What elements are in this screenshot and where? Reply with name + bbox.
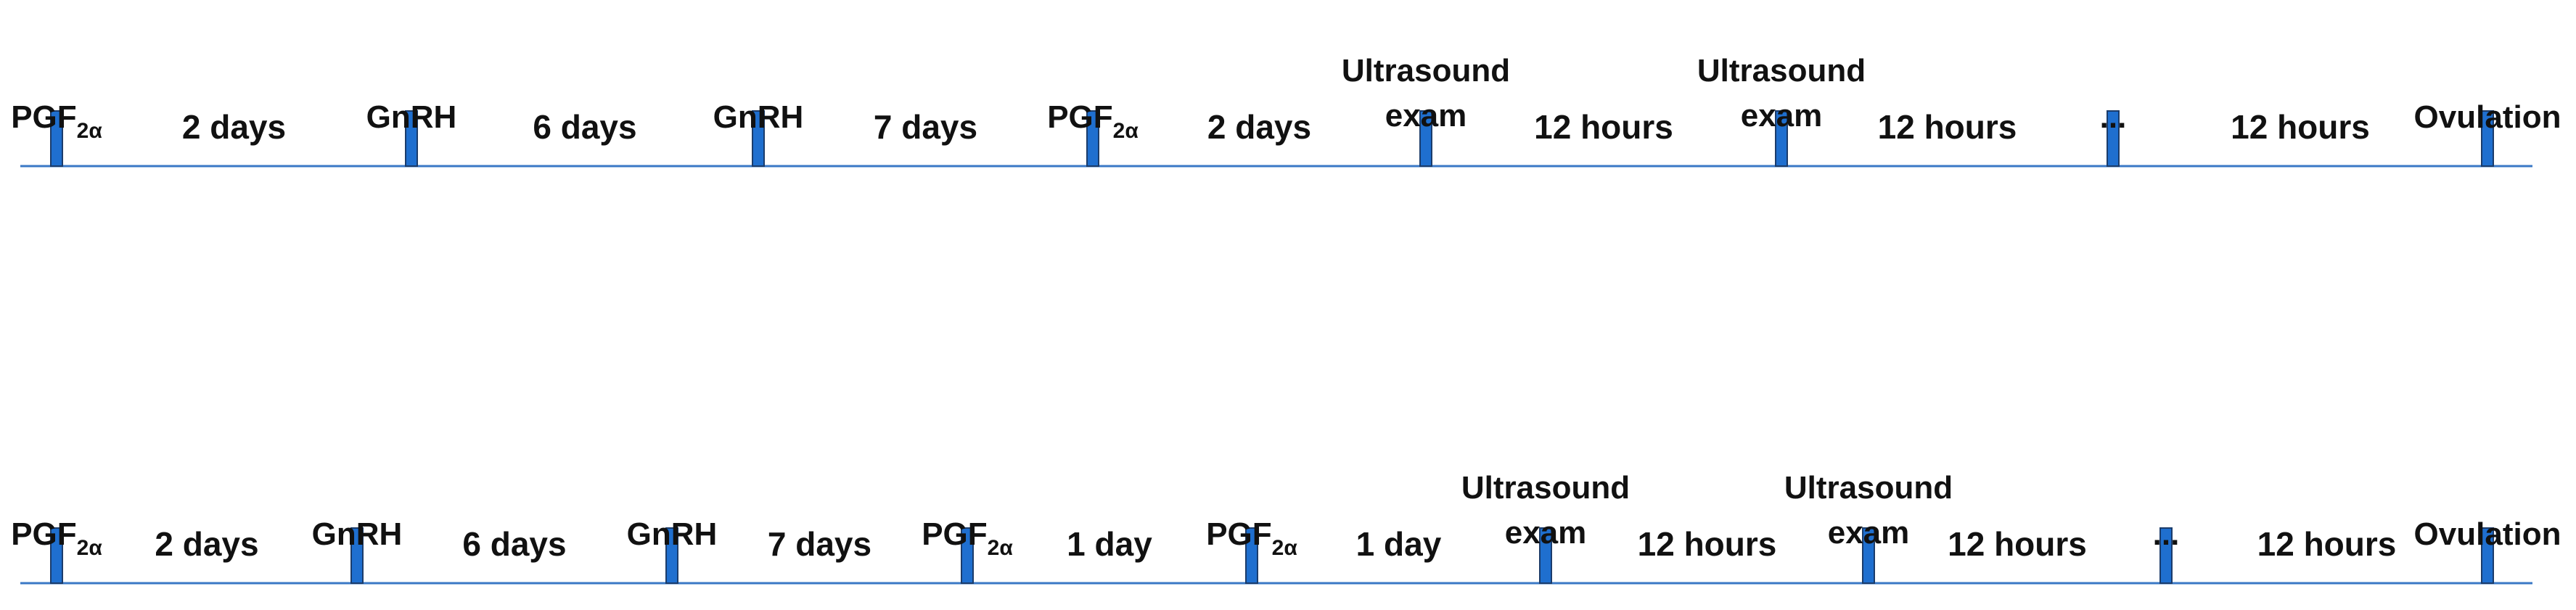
event-label: Ovulation bbox=[2414, 99, 2561, 135]
event-label: GnRH bbox=[366, 99, 457, 135]
event-label: Ultrasound bbox=[1342, 53, 1510, 88]
event-label-line2: exam bbox=[1505, 515, 1587, 551]
event-label-subscript: 2α bbox=[77, 119, 103, 143]
event-label-text: PGF bbox=[1047, 99, 1112, 135]
event-label-text: GnRH bbox=[366, 99, 457, 135]
event-marker bbox=[2159, 527, 2173, 584]
event-label: Ultrasound bbox=[1784, 470, 1953, 506]
event-label-text: PGF bbox=[11, 516, 76, 552]
event-label-line2: exam bbox=[1828, 515, 1910, 551]
interval-label: 12 hours bbox=[2257, 525, 2397, 563]
event-marker bbox=[405, 110, 418, 167]
event-label-subscript: 2α bbox=[1272, 536, 1298, 560]
event-label: Ultrasound bbox=[1461, 470, 1630, 506]
event-marker bbox=[665, 527, 678, 584]
event-marker bbox=[1775, 110, 1788, 167]
event-label-text: PGF bbox=[922, 516, 987, 552]
interval-label: 2 days bbox=[155, 525, 258, 563]
event-marker bbox=[2481, 527, 2494, 584]
interval-label: 12 hours bbox=[1534, 108, 1673, 146]
interval-label: 6 days bbox=[533, 108, 636, 146]
event-label-text: Ovulation bbox=[2414, 516, 2561, 552]
event-marker bbox=[50, 110, 63, 167]
event-label: PGF2α bbox=[1047, 99, 1139, 143]
event-label-text: ... bbox=[2100, 99, 2127, 135]
event-label-text: ... bbox=[2153, 516, 2180, 552]
event-label-line2: exam bbox=[1741, 98, 1823, 133]
event-marker bbox=[961, 527, 974, 584]
event-label: PGF2α bbox=[11, 516, 102, 560]
event-label: PGF2α bbox=[11, 99, 102, 143]
event-marker bbox=[2481, 110, 2494, 167]
event-label: GnRH bbox=[627, 516, 718, 552]
event-label: GnRH bbox=[713, 99, 804, 135]
event-label-subscript: 2α bbox=[1113, 119, 1139, 143]
event-label: Ovulation bbox=[2414, 516, 2561, 552]
interval-label: 6 days bbox=[462, 525, 566, 563]
event-marker bbox=[1086, 110, 1099, 167]
event-label-subscript: 2α bbox=[77, 536, 103, 560]
event-label-text: PGF bbox=[1206, 516, 1271, 552]
event-label-text: PGF bbox=[11, 99, 76, 135]
event-label: PGF2α bbox=[1206, 516, 1297, 560]
event-label: ... bbox=[2100, 99, 2127, 135]
event-marker bbox=[1862, 527, 1875, 584]
interval-label: 2 days bbox=[1207, 108, 1311, 146]
event-marker bbox=[2107, 110, 2120, 167]
event-label-text: GnRH bbox=[713, 99, 804, 135]
event-marker bbox=[752, 110, 765, 167]
interval-label: 12 hours bbox=[2231, 108, 2370, 146]
interval-label: 12 hours bbox=[1948, 525, 2087, 563]
event-label-text: GnRH bbox=[627, 516, 718, 552]
interval-label: 1 day bbox=[1356, 525, 1442, 563]
event-marker bbox=[350, 527, 364, 584]
interval-label: 12 hours bbox=[1638, 525, 1777, 563]
event-label-text: Ovulation bbox=[2414, 99, 2561, 135]
interval-label: 7 days bbox=[768, 525, 871, 563]
event-marker bbox=[1539, 527, 1552, 584]
event-marker bbox=[1419, 110, 1432, 167]
interval-label: 1 day bbox=[1067, 525, 1152, 563]
event-label: PGF2α bbox=[922, 516, 1013, 560]
event-label-line2: exam bbox=[1385, 98, 1467, 133]
interval-label: 7 days bbox=[874, 108, 977, 146]
event-label: Ultrasound bbox=[1697, 53, 1866, 88]
event-marker bbox=[1245, 527, 1258, 584]
event-label: GnRH bbox=[312, 516, 403, 552]
interval-label: 2 days bbox=[182, 108, 286, 146]
event-label: ... bbox=[2153, 516, 2180, 552]
event-label-text: GnRH bbox=[312, 516, 403, 552]
event-label-subscript: 2α bbox=[988, 536, 1014, 560]
interval-label: 12 hours bbox=[1878, 108, 2017, 146]
event-marker bbox=[50, 527, 63, 584]
